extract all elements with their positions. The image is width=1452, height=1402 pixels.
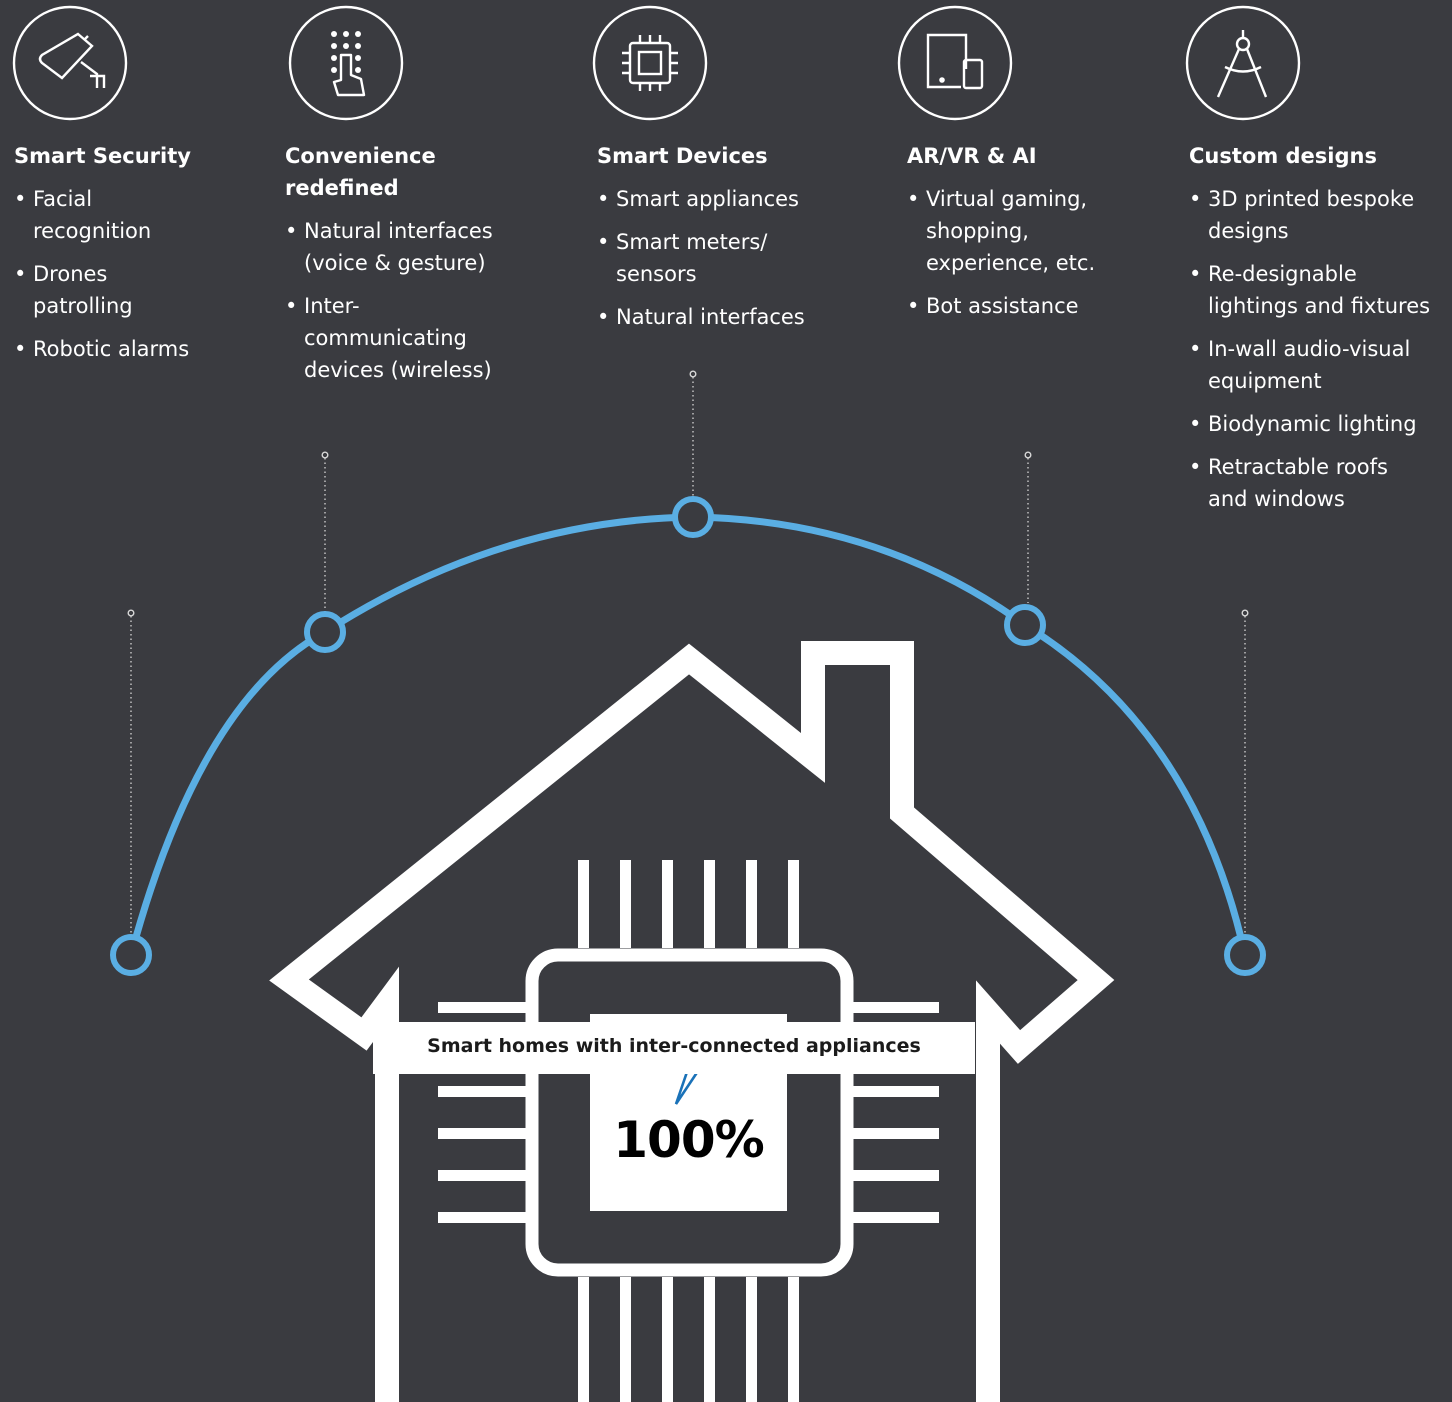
arc-node-arvr xyxy=(1004,604,1046,646)
list-item: Robotic alarms xyxy=(14,333,214,365)
list-item: In-wall audio-visual equipment xyxy=(1189,333,1443,397)
leader-dot-arvr xyxy=(1024,451,1032,459)
touch-keypad-icon xyxy=(288,5,404,121)
list-item: Natural interfaces (voice & gesture) xyxy=(285,215,505,279)
leader-dot-custom xyxy=(1241,609,1249,617)
tablet-phone-icon xyxy=(897,5,1013,121)
list-item: Virtual gaming, shopping, experience, et… xyxy=(907,183,1116,279)
feature-list: Natural interfaces (voice & gesture) Int… xyxy=(285,215,505,397)
connection-arc xyxy=(127,513,1249,956)
column-title: Smart Devices xyxy=(597,144,768,168)
chip-pins-bottom xyxy=(578,1277,799,1402)
leader-dot-security xyxy=(127,609,135,617)
feature-list: Virtual gaming, shopping, experience, et… xyxy=(907,183,1117,333)
list-item: Facial recognition xyxy=(14,183,163,247)
list-item: Natural interfaces xyxy=(597,301,822,333)
center-percentage: 100% xyxy=(613,1111,764,1169)
list-item: Inter-communicating devices (wireless) xyxy=(285,290,504,386)
chip-pins-top xyxy=(578,860,799,948)
feature-list: 3D printed bespoke designs Re-designable… xyxy=(1189,183,1447,526)
arc-nodes xyxy=(110,496,1266,976)
list-item: Smart appliances xyxy=(597,183,822,215)
arc-node-custom xyxy=(1224,934,1266,976)
feature-list: Facial recognition Drones patrolling Rob… xyxy=(14,183,214,376)
leader-dot-devices xyxy=(689,370,697,378)
column-title: Custom designs xyxy=(1189,144,1377,168)
leader-dots xyxy=(127,370,1249,617)
column-title: Smart Security xyxy=(14,144,191,168)
house-outline xyxy=(269,641,1115,1402)
drafting-compass-icon xyxy=(1185,5,1301,121)
leader-lines xyxy=(130,377,1246,933)
security-camera-icon xyxy=(12,5,128,121)
list-item: Drones patrolling xyxy=(14,258,148,322)
list-item: Retractable roofs and windows xyxy=(1189,451,1408,515)
arc-node-devices xyxy=(672,496,714,538)
list-item: Re-designable lightings and fixtures xyxy=(1189,258,1447,322)
list-item: Smart meters/ sensors xyxy=(597,226,796,290)
microchip-icon xyxy=(592,5,708,121)
list-item: Biodynamic lighting xyxy=(1189,408,1447,440)
arc-node-convenience xyxy=(304,611,346,653)
list-item: Bot assistance xyxy=(907,290,1117,322)
arc-node-security xyxy=(110,934,152,976)
list-item: 3D printed bespoke designs xyxy=(1189,183,1438,247)
column-title: Convenience redefined xyxy=(285,144,436,200)
caption: Smart homes with inter-connected applian… xyxy=(373,1022,975,1074)
column-title: AR/VR & AI xyxy=(907,144,1037,168)
feature-list: Smart appliances Smart meters/ sensors N… xyxy=(597,183,822,344)
leader-dot-convenience xyxy=(321,451,329,459)
